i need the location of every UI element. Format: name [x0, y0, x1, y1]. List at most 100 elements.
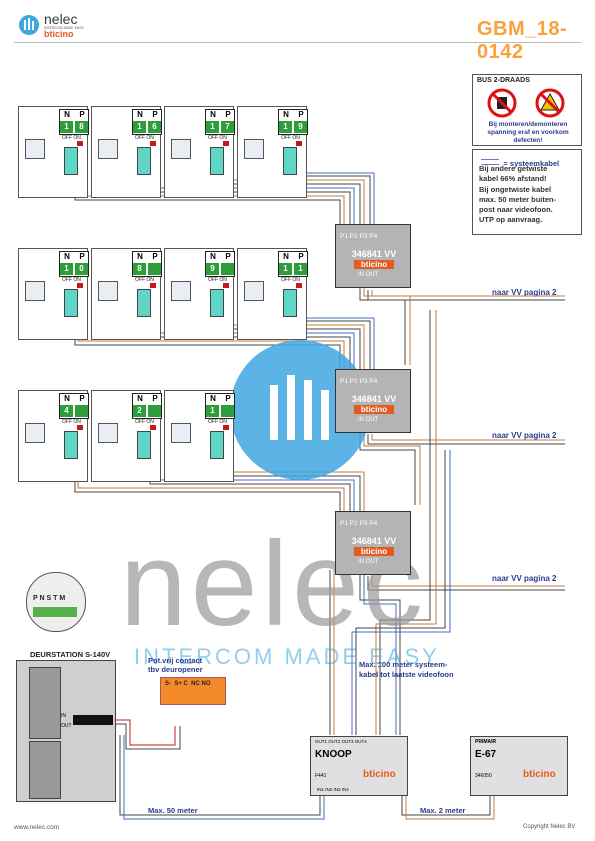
n-value: 1	[206, 405, 219, 417]
n-label: N	[137, 394, 143, 403]
indicator-led	[77, 425, 83, 430]
n-label: N	[210, 394, 216, 403]
indicator-led	[223, 283, 229, 288]
indicator-led	[296, 283, 302, 288]
psu-name: E-67	[475, 749, 497, 760]
splitter-model: 346841 VV	[351, 536, 397, 546]
monitor-screen	[25, 423, 45, 443]
terminal-zoom-labels: P N S T M	[33, 595, 66, 602]
splitter-in-out: IN OUT	[358, 417, 379, 423]
brand-name: nelec	[44, 11, 78, 27]
off-on-switch: OFF ON	[135, 277, 154, 283]
vv-link-3[interactable]: naar VV pagina 2	[492, 574, 557, 583]
psu-code: 346050	[475, 773, 492, 779]
systeemkabel-swatch	[481, 158, 499, 165]
vv-link-1[interactable]: naar VV pagina 2	[492, 288, 557, 297]
n-value: 1	[133, 121, 146, 133]
n-value: 4	[60, 405, 73, 417]
n-label: N	[64, 110, 70, 119]
monitor-screen	[171, 423, 191, 443]
off-on-switch: OFF ON	[135, 135, 154, 141]
psu-module: PRIMAIR E-67 346050 bticino	[470, 736, 568, 796]
p-value: 6	[148, 121, 161, 133]
p-label: P	[225, 110, 231, 119]
splitter-in-out: IN OUT	[358, 559, 379, 565]
n-label: N	[137, 252, 143, 261]
p-label: P	[225, 394, 231, 403]
n-label: N	[137, 110, 143, 119]
terminal-block	[137, 289, 151, 317]
indicator-led	[223, 141, 229, 146]
terminal-block	[210, 289, 224, 317]
door-module-top	[29, 667, 61, 739]
legend-row: = systeemkabel	[481, 153, 559, 171]
monitor-screen	[98, 423, 118, 443]
info-line-1: Bij andere getwiste	[479, 164, 548, 173]
splitter-brand: bticino	[354, 547, 394, 556]
p-label: P	[298, 252, 304, 261]
footer-copyright: Copyright Nelec BV	[523, 824, 576, 830]
contact-relay: S- S+ C NC NO	[160, 677, 226, 705]
p-value: 7	[221, 121, 234, 133]
terminal-block	[283, 147, 297, 175]
footer-website[interactable]: www.nelec.com	[14, 824, 60, 831]
n-value: 1	[206, 121, 219, 133]
vv-link-2[interactable]: naar VV pagina 2	[492, 431, 557, 440]
knoop-code: F441	[315, 773, 327, 779]
p-value	[75, 405, 88, 417]
off-on-switch: OFF ON	[135, 419, 154, 425]
watermark-tagline: INTERCOM MADE EASY	[134, 644, 440, 669]
terminal-block	[137, 431, 151, 459]
contact-title-2: tbv deuropener	[148, 665, 203, 674]
terminal-zoom: P N S T M	[26, 572, 86, 632]
splitter-brand: bticino	[354, 405, 394, 414]
indicator-led	[150, 283, 156, 288]
monitor-screen	[25, 281, 45, 301]
terminal-block	[210, 147, 224, 175]
p-value	[148, 263, 161, 275]
legend-text: = systeemkabel	[503, 159, 560, 168]
n-label: N	[210, 110, 216, 119]
p-label: P	[152, 110, 158, 119]
monitor-screen	[98, 139, 118, 159]
monitor-screen	[171, 281, 191, 301]
terminal-block	[64, 289, 78, 317]
info-line-3: Bij ongetwiste kabel	[479, 185, 552, 194]
terminal-block	[64, 431, 78, 459]
splitter-in-out: IN OUT	[358, 272, 379, 278]
max100-line-2: kabel tot laatste videofoon	[359, 670, 454, 679]
contact-terminals: S- S+ C NC NO	[165, 681, 211, 687]
knoop-name: KNOOP	[315, 749, 352, 760]
p-label: P	[79, 252, 85, 261]
splitter-3: P1 P2 P3 P4 346841 VV bticino IN OUT	[335, 511, 411, 575]
n-label: N	[283, 252, 289, 261]
info-line-4: max. 50 meter buiten-	[479, 195, 557, 204]
p-label: P	[79, 110, 85, 119]
psu-top: PRIMAIR	[475, 739, 497, 745]
indicator-led	[77, 283, 83, 288]
info-line-2: kabel 66% afstand!	[479, 174, 547, 183]
p-value: 8	[75, 121, 88, 133]
off-on-switch: OFF ON	[62, 135, 81, 141]
max100-line-1: Max. 100 meter systeem-	[359, 660, 448, 669]
info-line-5: post naar videofoon.	[479, 205, 553, 214]
monitor-screen	[25, 139, 45, 159]
monitor-screen	[244, 281, 264, 301]
warning-box: BUS 2-DRAADS Bij monteren/demonteren spa…	[472, 74, 582, 146]
off-on-switch: OFF ON	[62, 277, 81, 283]
off-on-switch: OFF ON	[281, 135, 300, 141]
terminal-block	[210, 431, 224, 459]
indicator-led	[150, 141, 156, 146]
